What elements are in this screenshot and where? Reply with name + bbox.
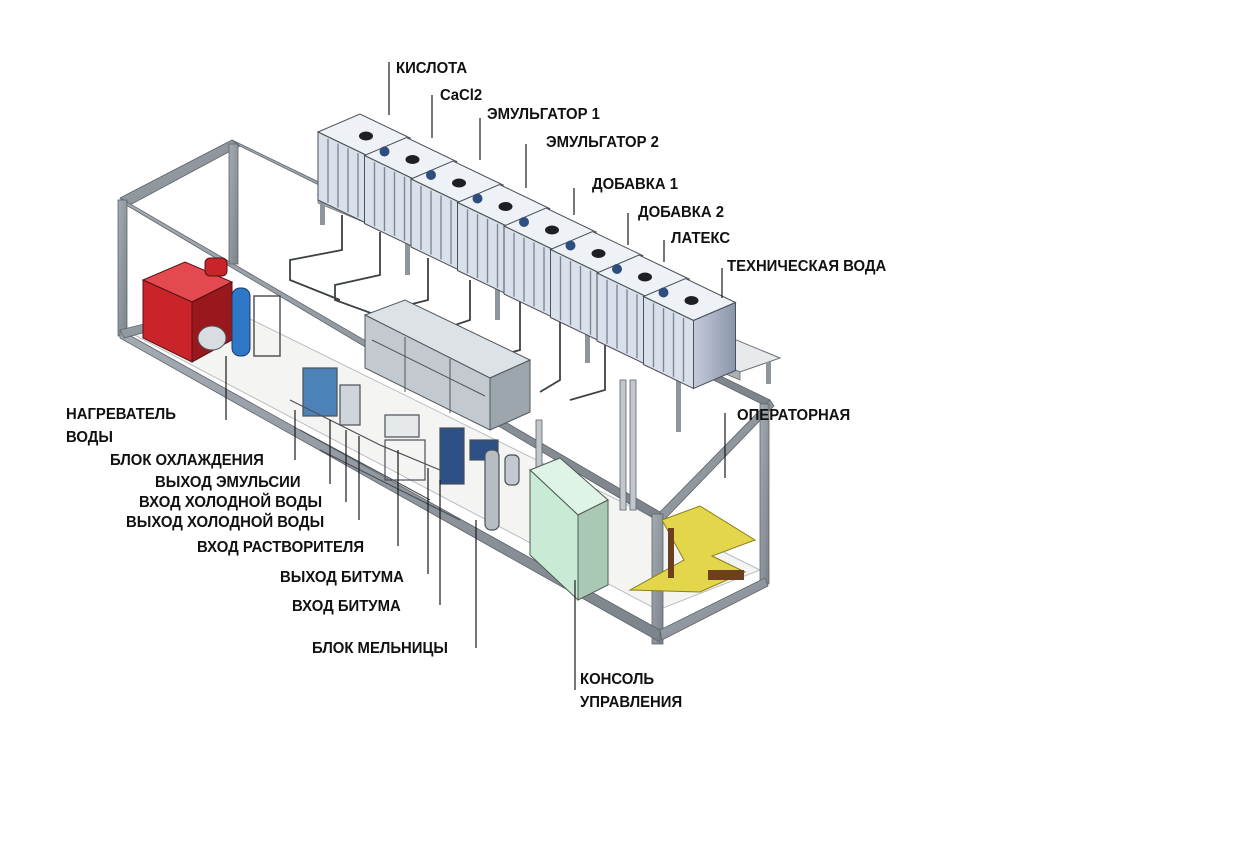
cooling-and-mill-units [289,367,520,531]
label-emulsion-outlet: ВЫХОД ЭМУЛЬСИИ [155,474,301,491]
label-water-heater-line2: ВОДЫ [66,429,113,446]
tank-process_water [642,277,737,390]
control-console [529,457,609,602]
label-process-water: ТЕХНИЧЕСКАЯ ВОДА [727,258,887,275]
operator-floor [628,505,757,593]
label-additive-1: ДОБАВКА 1 [592,176,679,193]
label-cacl2: CaCl2 [440,87,483,104]
label-solvent-inlet: ВХОД РАСТВОРИТЕЛЯ [197,539,365,556]
label-water-heater-line1: НАГРЕВАТЕЛЬ [66,406,176,423]
label-control-console-line2: УПРАВЛЕНИЯ [580,694,683,711]
label-bitumen-inlet: ВХОД БИТУМА [292,598,401,615]
label-operator-room: ОПЕРАТОРНАЯ [737,407,851,424]
leader-lines [225,62,726,690]
label-bitumen-outlet: ВЫХОД БИТУМА [280,569,404,586]
label-control-console-line1: КОНСОЛЬ [580,671,655,688]
tank-row [316,113,737,390]
water-heater [141,257,281,363]
label-additive-2: ДОБАВКА 2 [638,204,725,221]
label-latex: ЛАТЕКС [671,230,731,247]
mixing-module [363,299,532,431]
label-mill-unit: БЛОК МЕЛЬНИЦЫ [312,640,448,657]
label-emulsifier-1: ЭМУЛЬГАТОР 1 [487,106,600,123]
label-cooling-unit: БЛОК ОХЛАЖДЕНИЯ [110,452,264,469]
label-cold-water-outlet: ВЫХОД ХОЛОДНОЙ ВОДЫ [126,514,325,531]
label-cold-water-inlet: ВХОД ХОЛОДНОЙ ВОДЫ [139,494,323,511]
label-emulsifier-2: ЭМУЛЬГАТОР 2 [546,134,659,151]
label-acid: КИСЛОТА [396,60,468,77]
